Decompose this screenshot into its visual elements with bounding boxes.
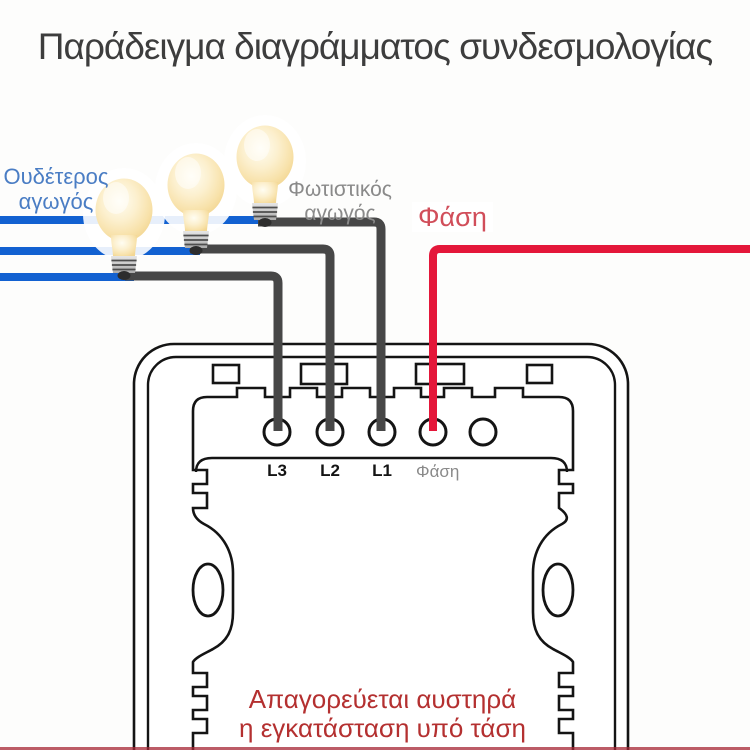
terminal-label-l1: L1 xyxy=(372,461,392,480)
warning-line1: Απαγορεύεται αυστηρά xyxy=(248,684,517,714)
terminal-spare xyxy=(468,417,498,447)
terminal-holes xyxy=(262,417,498,447)
light-wire-l1 xyxy=(258,217,386,431)
page-title: Παράδειγμα διαγράμματος συνδεσμολογίας xyxy=(37,26,713,67)
mounting-holes xyxy=(211,362,554,386)
light-wire-label-line2: αγωγός xyxy=(304,201,376,225)
terminal-label-l3: L3 xyxy=(267,461,287,480)
neutral-wire-label-line1: Ουδέτερος xyxy=(3,164,109,189)
terminal-label-phase: Φάση xyxy=(408,461,468,485)
phase-wire xyxy=(429,245,750,431)
mounting-hole xyxy=(299,362,349,386)
light-wire-l2 xyxy=(190,244,335,431)
light-wire-l3 xyxy=(125,271,283,431)
switch-body xyxy=(191,386,575,750)
switch-plate xyxy=(132,342,630,750)
light-wire-label-line1: Φωτιστικός xyxy=(288,178,392,201)
light-wire-label: Φωτιστικός αγωγός xyxy=(283,178,397,225)
neutral-wire-label: Ουδέτερος αγωγός xyxy=(0,164,112,214)
mounting-hole xyxy=(525,363,554,385)
warning-line2: η εγκατάσταση υπό τάση xyxy=(239,713,526,744)
screw-hole xyxy=(191,562,225,618)
neutral-wire-label-line2: αγωγός xyxy=(18,188,94,214)
light-bulbs xyxy=(82,114,307,281)
terminal-label-l2: L2 xyxy=(320,461,340,480)
terminal-strip-divider xyxy=(194,456,569,473)
bottom-border-line xyxy=(0,747,750,750)
warning-text: Απαγορεύεται αυστηρά η εγκατάσταση υπό τ… xyxy=(175,684,590,744)
mounting-hole xyxy=(414,362,466,386)
phase-wire-label: Φάση xyxy=(412,202,493,233)
mounting-hole xyxy=(211,363,241,385)
screw-hole xyxy=(541,562,575,618)
